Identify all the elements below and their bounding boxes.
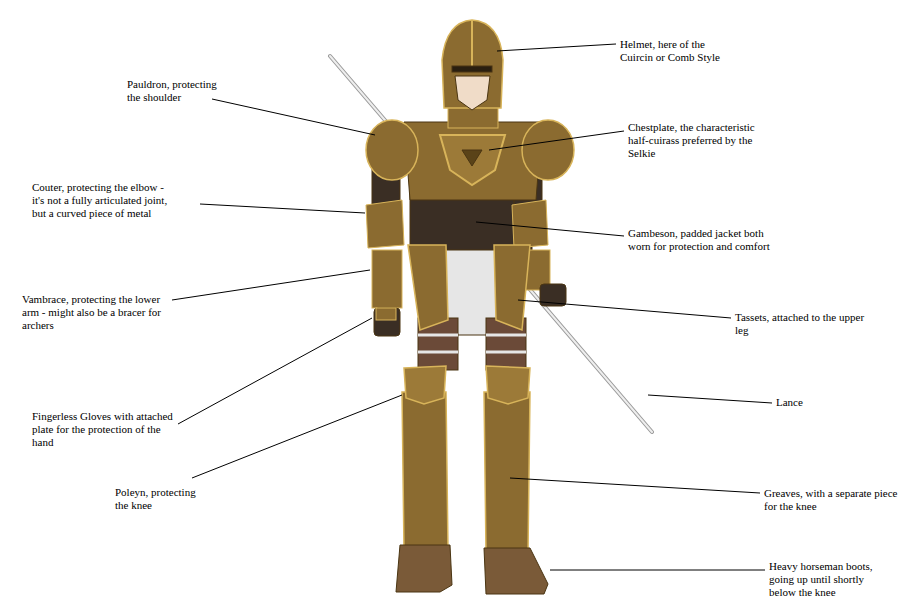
poleyn xyxy=(404,366,446,404)
lance-shaft xyxy=(330,56,652,432)
part-label: Fingerless Gloves with attached plate fo… xyxy=(32,410,184,449)
tasset xyxy=(494,245,530,330)
part-label: Chestplate, the characteristic half-cuir… xyxy=(628,121,770,160)
poleyn xyxy=(486,366,530,404)
pauldron xyxy=(522,120,574,180)
leader-lines xyxy=(172,44,772,570)
boot xyxy=(484,548,548,594)
boot xyxy=(396,545,452,592)
pauldron xyxy=(366,120,418,180)
part-label: Couter, protecting the elbow - it's not … xyxy=(32,181,172,220)
couter xyxy=(512,200,548,248)
part-label: Vambrace, protecting the lower arm - mig… xyxy=(22,293,174,332)
part-label: Gambeson, padded jacket both worn for pr… xyxy=(628,227,778,253)
couter xyxy=(366,200,404,248)
tasset xyxy=(408,245,448,330)
part-label: Greaves, with a separate piece for the k… xyxy=(764,487,906,513)
vambrace xyxy=(372,250,402,308)
greave xyxy=(402,392,448,550)
part-label: Helmet, here of the Cuircin or Comb Styl… xyxy=(620,38,728,64)
knight-figure xyxy=(366,20,574,594)
part-label: Pauldron, protecting the shoulder xyxy=(127,78,227,104)
greave xyxy=(484,392,530,552)
part-label: Poleyn, protecting the knee xyxy=(115,486,209,512)
chestplate xyxy=(404,122,542,200)
part-label: Tassets, attached to the upper leg xyxy=(735,311,875,337)
glove xyxy=(374,308,400,336)
part-label: Lance xyxy=(776,396,836,409)
part-label: Heavy horseman boots, going up until sho… xyxy=(769,560,881,599)
lance-highlight xyxy=(330,56,652,432)
